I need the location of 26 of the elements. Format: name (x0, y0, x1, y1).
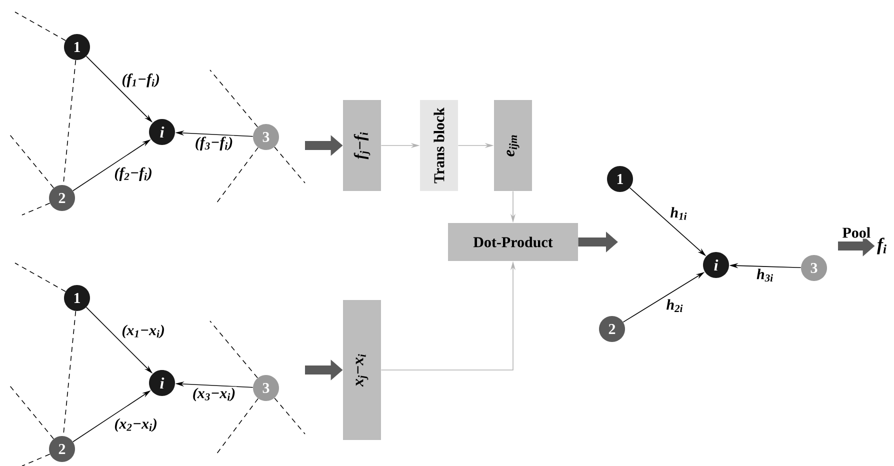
dashed-line (274, 398, 306, 434)
process-box: Trans block (420, 100, 458, 191)
edge-label: (f$_{3}$−f$_{i}$) (194, 136, 234, 152)
dashed-line (210, 70, 258, 128)
edge-label: h$_{1i}$ (669, 206, 688, 221)
output-label: f$_{i}$ (877, 238, 886, 254)
edge-label: (x$_{2}$−x$_{i}$) (113, 417, 158, 433)
dashed-line (210, 320, 258, 378)
dashed-line (274, 146, 306, 184)
process-box: Dot-Product (448, 223, 578, 261)
edge-label: (x$_{1}$−x$_{i}$) (120, 324, 166, 340)
dashed-line (22, 454, 50, 466)
process-box: e$_{ijm}$ (494, 100, 532, 191)
edge-label: h$_{2i}$ (665, 298, 684, 313)
edge-label: (f$_{1}$−f$_{i}$) (120, 72, 161, 88)
edge-label: Pool (841, 226, 872, 239)
dashed-line (22, 202, 50, 216)
dashed-line (14, 12, 66, 41)
dashed-line (14, 262, 66, 292)
dashed-line (10, 134, 54, 188)
dashed-line (10, 386, 54, 440)
edge-label: (x$_{3}$−x$_{i}$) (191, 386, 237, 402)
process-box: x$_{j}$−x$_{i}$ (343, 300, 381, 440)
process-box: f$_{j}$−f$_{i}$ (343, 100, 381, 191)
edge-label: (f$_{2}$−f$_{i}$) (113, 166, 154, 182)
edge-label: h$_{3i}$ (756, 268, 775, 283)
